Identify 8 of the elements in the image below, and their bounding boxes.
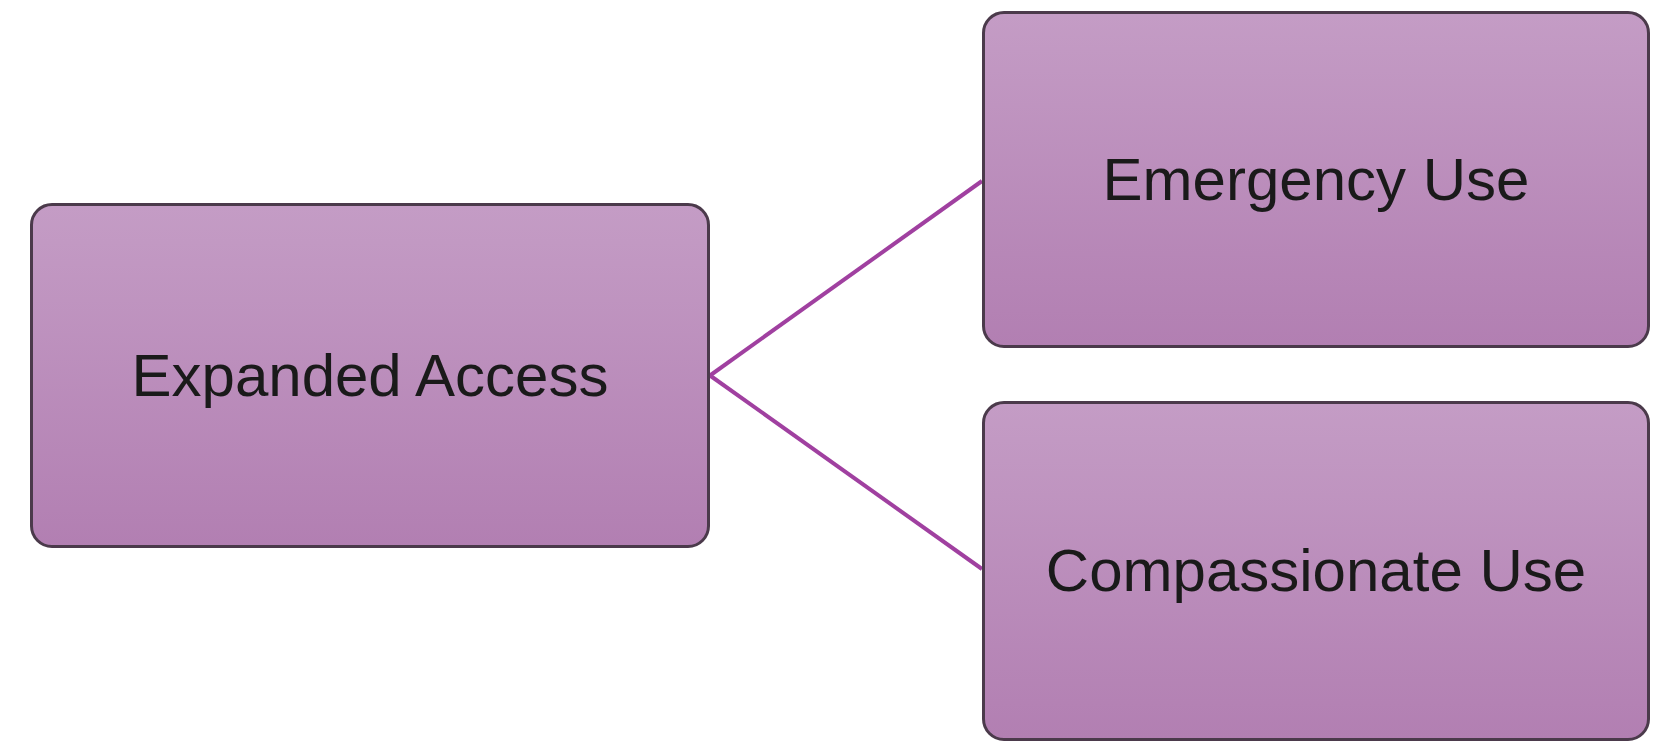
connector-line [708, 373, 984, 571]
process-box [982, 11, 1650, 348]
process-box [982, 401, 1650, 741]
box-label: Emergency Use [1102, 144, 1530, 215]
connector-line [708, 179, 984, 378]
box-label: Expanded Access [131, 340, 609, 411]
box-label: Compassionate Use [1045, 536, 1587, 606]
process-box [30, 203, 710, 548]
